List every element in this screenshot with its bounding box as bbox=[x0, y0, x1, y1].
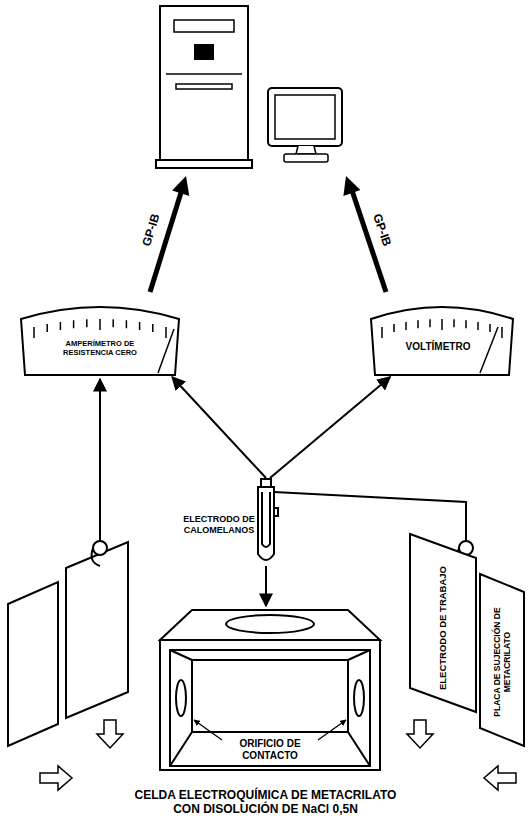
outline-stroke bbox=[274, 508, 278, 516]
outline-stroke bbox=[170, 650, 370, 766]
assembly-arrow bbox=[484, 766, 516, 790]
monitor-screen bbox=[275, 95, 335, 139]
gauge-label: AMPERÍMETRO DE RESISTENCIA CERO bbox=[50, 339, 150, 357]
panel-line bbox=[166, 73, 242, 75]
reference-electrode: ELECTRODO DE CALOMELANOS bbox=[182, 478, 282, 566]
gauge-label: VOLTÍMETRO bbox=[388, 341, 488, 353]
outline-stroke bbox=[371, 307, 513, 375]
outline-stroke bbox=[480, 574, 524, 746]
monitor-base bbox=[284, 154, 328, 162]
outline-stroke bbox=[21, 307, 179, 375]
outline-stroke bbox=[160, 610, 380, 640]
bus-arrowhead bbox=[172, 176, 189, 196]
cell-label: ORIFICIO DE CONTACTO bbox=[225, 738, 315, 762]
gauge-needle bbox=[158, 329, 174, 373]
voltmeter-gauge: VOLTÍMETRO bbox=[368, 303, 516, 377]
electrode-plate bbox=[66, 542, 128, 718]
wire bbox=[99, 379, 101, 541]
assembly-arrow bbox=[97, 720, 123, 748]
bus-arrowhead bbox=[343, 176, 360, 196]
wire-connector bbox=[265, 566, 267, 606]
wire bbox=[274, 492, 466, 541]
working-electrode-plate: ELECTRODO DE TRABAJO bbox=[408, 530, 478, 715]
outline-stroke bbox=[176, 680, 186, 716]
assembly-arrow bbox=[407, 720, 433, 748]
clip bbox=[93, 541, 107, 555]
plate-label: PLACA DE SUJECCIÓN DE METACRILATO bbox=[492, 592, 512, 732]
outline-stroke bbox=[261, 479, 271, 487]
electrode-label: ELECTRODO DE CALOMELANOS bbox=[182, 514, 256, 536]
figure-caption: CELDA ELECTROQUÍMICA DE METACRILATO CON … bbox=[123, 788, 408, 817]
gauge-scale bbox=[382, 319, 502, 338]
gauge-scale bbox=[34, 319, 166, 338]
electrode-plate bbox=[8, 582, 58, 746]
drive-slot bbox=[176, 84, 232, 89]
outline-stroke bbox=[410, 534, 476, 712]
plate-label: ELECTRODO DE TRABAJO bbox=[437, 563, 448, 693]
outline-stroke bbox=[318, 720, 346, 740]
outline-stroke bbox=[192, 660, 348, 732]
clip bbox=[92, 548, 100, 566]
electrochemical-cell: ORIFICIO DE CONTACTO bbox=[158, 606, 382, 772]
monitor bbox=[268, 88, 342, 146]
tower-base bbox=[156, 160, 252, 168]
assembly-arrow bbox=[40, 766, 72, 790]
computer-tower bbox=[160, 6, 248, 160]
wire-connector bbox=[172, 377, 266, 478]
gauge-needle bbox=[480, 327, 498, 373]
outline-stroke bbox=[354, 680, 364, 716]
outline-stroke bbox=[170, 650, 370, 766]
holding-plate: PLACA DE SUJECCIÓN DE METACRILATO bbox=[478, 570, 526, 748]
outline-stroke bbox=[226, 615, 314, 633]
ammeter-gauge: AMPERÍMETRO DE RESISTENCIA CERO bbox=[18, 303, 182, 377]
power-button bbox=[194, 44, 214, 60]
wire-connector bbox=[270, 377, 390, 478]
outline-stroke bbox=[258, 487, 274, 560]
outline-stroke bbox=[194, 720, 222, 740]
node-outline bbox=[368, 303, 516, 377]
monitor-neck bbox=[296, 146, 316, 154]
outline-stroke bbox=[262, 492, 270, 547]
outline-stroke bbox=[160, 640, 380, 770]
drive-bay bbox=[174, 20, 234, 32]
